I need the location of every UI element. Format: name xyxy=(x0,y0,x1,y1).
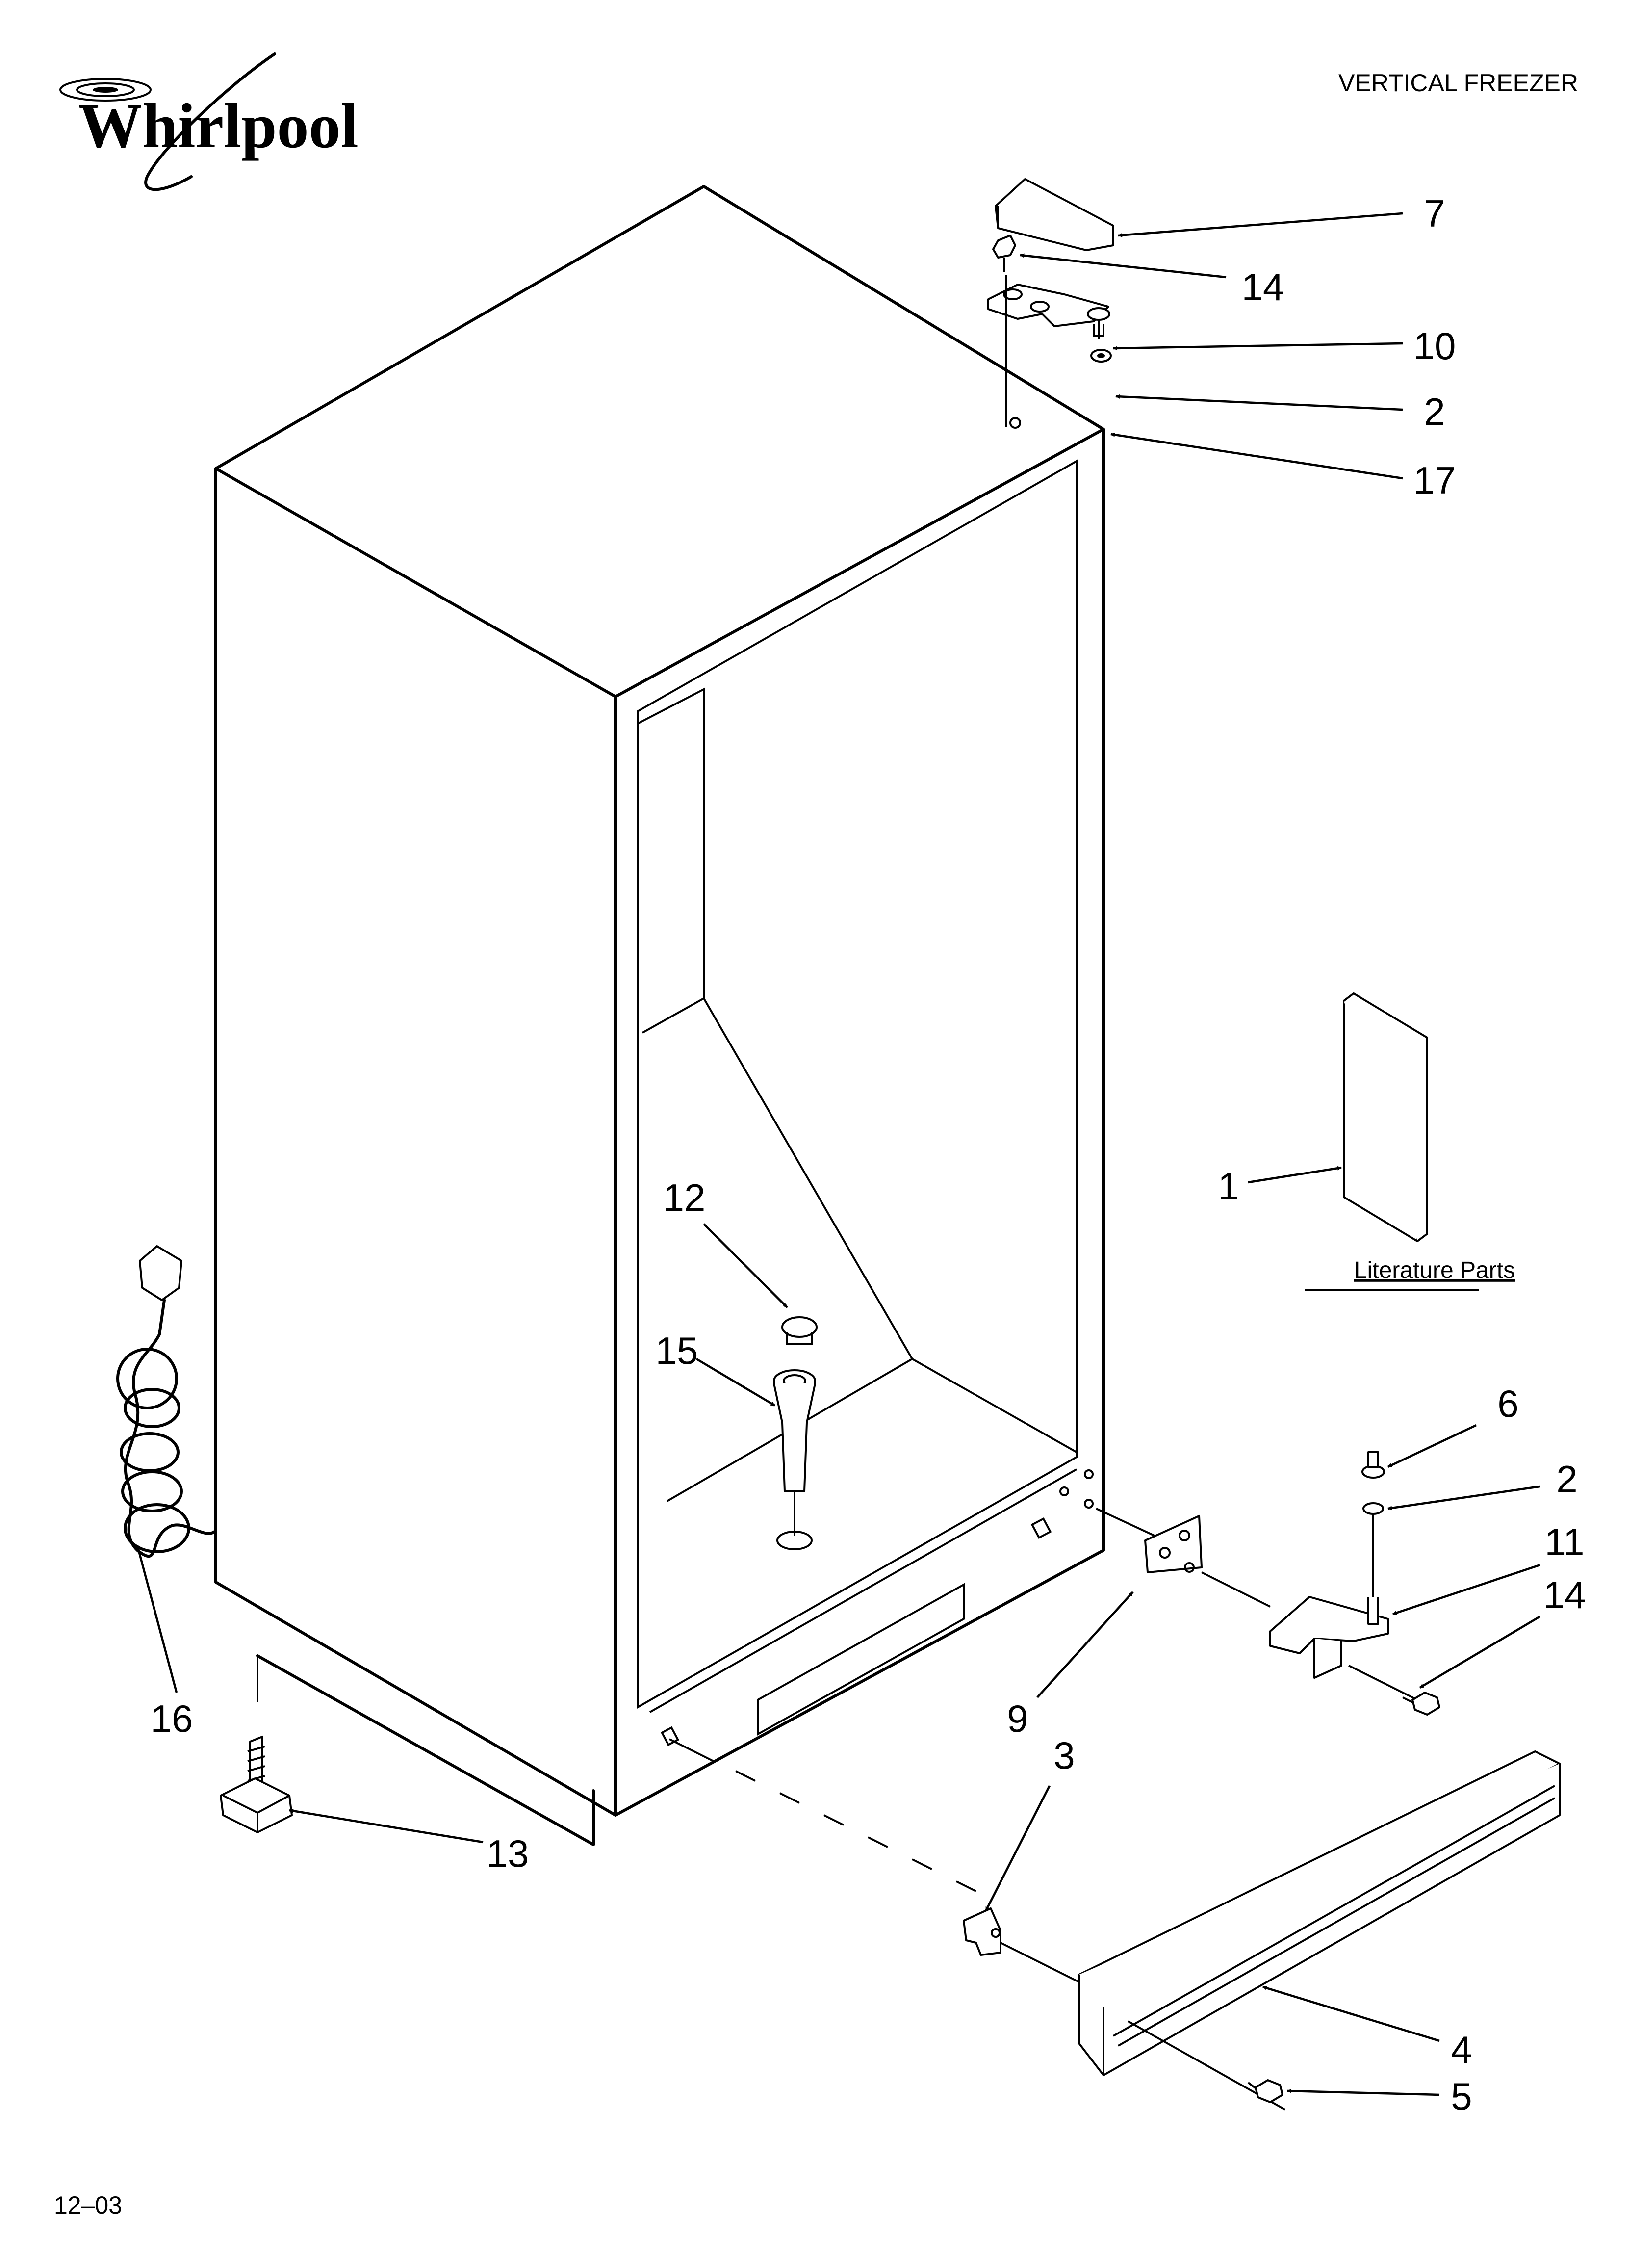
drain-tube xyxy=(773,1383,816,1492)
callout-9: 9 xyxy=(1007,1697,1028,1740)
literature-parts-booklet: Literature Parts xyxy=(1305,992,1515,1291)
drain-plug xyxy=(781,1316,818,1338)
callout-2-bottom: 2 xyxy=(1556,1458,1577,1501)
plug xyxy=(139,1245,182,1301)
callout-12: 12 xyxy=(663,1176,706,1219)
whirlpool-swirl-logo-icon xyxy=(59,52,276,191)
hinge-screw xyxy=(992,235,1016,272)
callout-11: 11 xyxy=(1545,1520,1585,1564)
grille-screw xyxy=(1247,2079,1283,2103)
bottom-hinge-assembly xyxy=(1096,1451,1440,1716)
callout-15: 15 xyxy=(656,1329,698,1372)
hinge-washer-lower xyxy=(1362,1502,1384,1515)
callout-13: 13 xyxy=(487,1832,529,1875)
callout-16: 16 xyxy=(151,1697,193,1740)
callout-2-top: 2 xyxy=(1424,390,1445,433)
drain-assembly xyxy=(773,1316,818,1550)
diagram-title: VERTICAL FREEZER xyxy=(1338,69,1578,97)
callout-leaders xyxy=(136,212,1541,2096)
whirlpool-logo: Whirlpool xyxy=(59,52,359,191)
bottom-hinge-bracket xyxy=(1269,1596,1389,1654)
callout-numbers: 7 14 10 2 17 1 12 15 6 2 11 14 16 9 3 13… xyxy=(151,192,1586,2118)
top-hinge-assembly xyxy=(987,178,1114,427)
date-code: 12–03 xyxy=(54,2191,122,2219)
callout-4: 4 xyxy=(1451,2028,1472,2071)
hinge-plate xyxy=(1144,1515,1203,1573)
callout-5: 5 xyxy=(1451,2075,1472,2118)
literature-parts-caption: Literature Parts xyxy=(1354,1257,1515,1283)
grille-clip xyxy=(963,1907,1001,1956)
leveling-leg xyxy=(220,1736,293,1833)
callout-6: 6 xyxy=(1497,1382,1518,1425)
bottom-hinge-screw xyxy=(1402,1692,1440,1716)
callout-10: 10 xyxy=(1413,324,1456,367)
callout-7: 7 xyxy=(1424,192,1445,235)
callout-14-bottom: 14 xyxy=(1543,1573,1586,1616)
callout-14-top: 14 xyxy=(1242,265,1284,309)
freezer-cabinet xyxy=(214,185,1105,1846)
callout-3: 3 xyxy=(1053,1734,1075,1777)
grille-clip-and-toe-grille xyxy=(669,1738,1561,2111)
callout-1: 1 xyxy=(1218,1165,1239,1208)
power-cord xyxy=(116,1245,217,1558)
brand-wordmark: Whirlpool xyxy=(78,91,359,161)
callout-17: 17 xyxy=(1413,459,1456,502)
